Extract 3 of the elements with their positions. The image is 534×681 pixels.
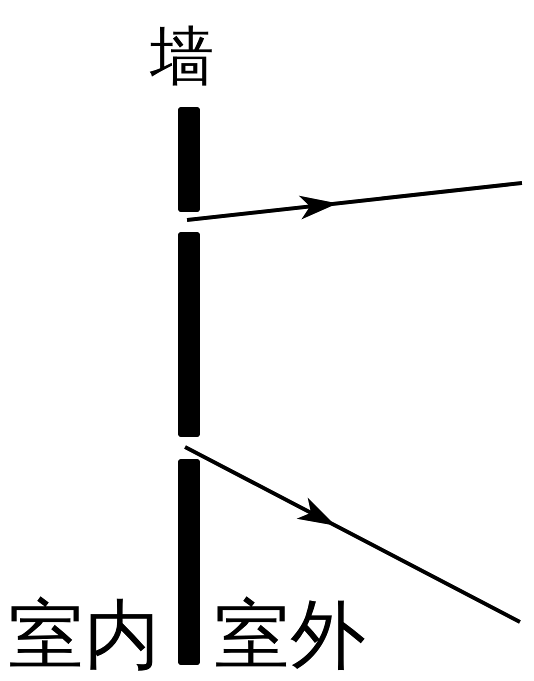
wall-label: 墙 (150, 25, 214, 89)
outdoor-label: 室外 (214, 597, 366, 673)
indoor-label: 室内 (8, 597, 160, 673)
